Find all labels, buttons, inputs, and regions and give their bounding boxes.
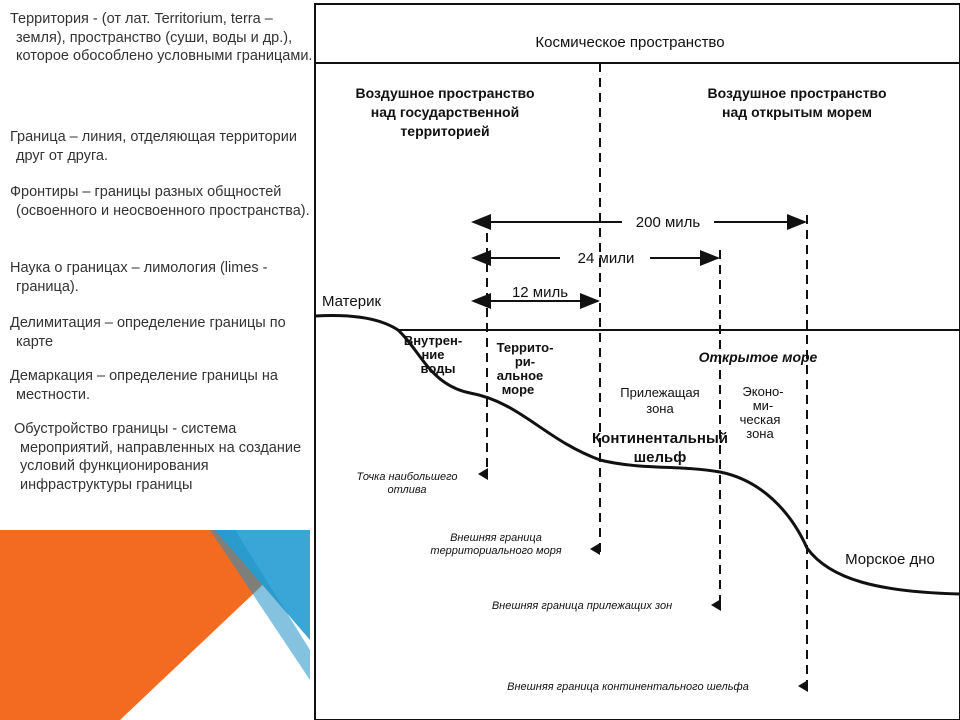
space-label: Космическое пространство [535,34,724,51]
definition-limology: Наука о границах – лимология (limes - гр… [10,260,268,295]
air-state-label-3: территорией [400,123,489,139]
economic-zone-2: ми- [753,398,774,413]
distance-24-label: 24 мили [578,250,635,267]
definition-territory: Территория - (от лат. Territorium, terra… [10,11,313,64]
outer-contiguous-label: Внешняя граница прилежащих зон [492,600,672,612]
outer-shelf-label: Внешняя граница континентального шельфа [507,681,749,693]
definition-frontier: Фронтиры – границы разных общностей (осв… [10,184,310,219]
territorial-sea-1: Террито- [497,340,554,355]
territorial-sea-2: ри- [515,354,535,369]
air-sea-label-1: Воздушное пространство [707,85,886,101]
outer-terr-label-2: территориального моря [430,545,561,557]
low-water-pointer [478,468,488,480]
continental-shelf-1: Континентальный [592,430,728,447]
continental-shelf-2: шельф [634,449,687,466]
outer-shelf-pointer [798,680,808,692]
outer-terr-label-1: Внешняя граница [450,532,542,544]
open-sea-label: Открытое море [699,349,818,365]
low-water-label-2: отлива [388,484,427,496]
distance-200-label: 200 миль [636,214,701,231]
definition-border: Граница – линия, отделяющая территории д… [10,129,297,164]
territorial-sea-3: альное [497,368,544,383]
air-state-label-2: над государственной [371,104,519,120]
diagram-frame [314,3,960,720]
internal-waters-2: ние [421,347,444,362]
contiguous-zone-1: Прилежащая [620,385,699,400]
air-state-label-1: Воздушное пространство [355,85,534,101]
definition-demarcation: Демаркация – определение границы на мест… [10,368,278,403]
definition-delimitation: Делимитация – определение границы по кар… [10,315,286,350]
outer-terr-pointer [590,543,600,555]
definitions-panel: Территория - (от лат. Territorium, terra… [0,0,312,720]
definition-arrangement: Обустройство границы - система мероприят… [14,421,302,493]
contiguous-zone-2: зона [646,401,674,416]
internal-waters-3: воды [421,361,456,376]
mainland-label: Материк [322,293,381,310]
distance-12-label: 12 миль [512,284,568,301]
blue-band [210,530,310,680]
economic-zone-1: Эконо- [742,384,783,399]
seabed-label: Морское дно [845,551,935,568]
low-water-label-1: Точка наибольшего [356,471,457,483]
internal-waters-1: Внутрен- [404,333,462,348]
economic-zone-4: зона [746,426,774,441]
seabed-profile [314,314,960,596]
territorial-sea-4: море [502,382,535,397]
orange-triangle [0,530,310,720]
economic-zone-3: ческая [740,412,781,427]
outer-contiguous-pointer [711,599,721,611]
air-sea-label-2: над открытым морем [722,104,872,120]
decorative-corner [0,530,310,720]
